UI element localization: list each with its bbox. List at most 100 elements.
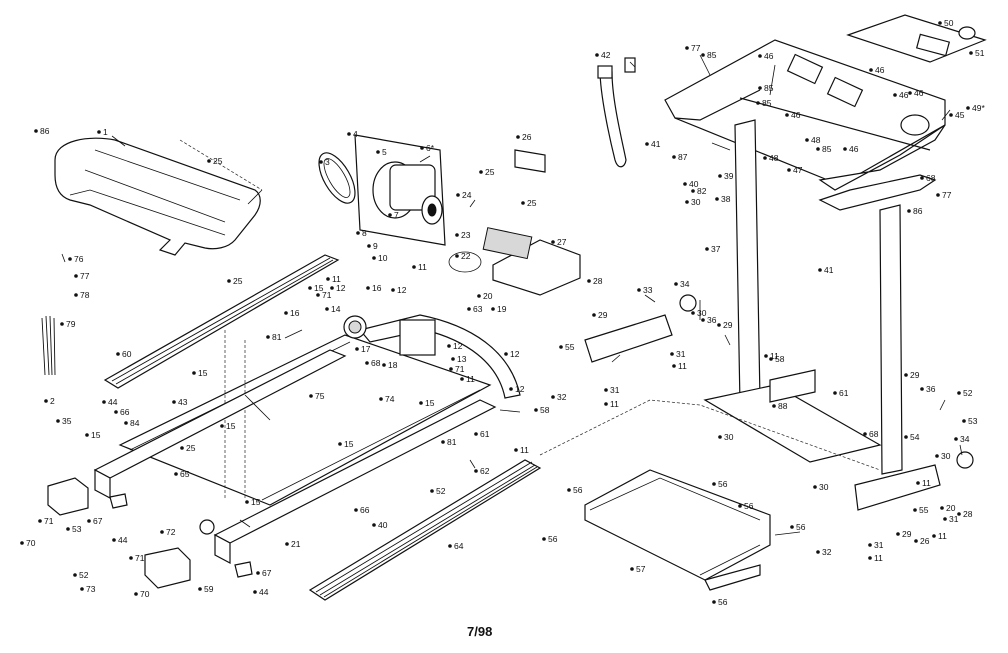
callout-dot bbox=[949, 113, 953, 117]
callout-dot bbox=[256, 571, 260, 575]
right-foot-rail-part bbox=[308, 459, 542, 601]
callout-dot bbox=[129, 556, 133, 560]
callout-dot bbox=[366, 286, 370, 290]
part-number-label: 11 bbox=[466, 374, 475, 384]
part-number-label: 84 bbox=[130, 418, 140, 428]
part-number-label: 30 bbox=[697, 308, 707, 318]
part-number-label: 78 bbox=[80, 290, 90, 300]
callout-dot bbox=[712, 482, 716, 486]
part-number-label: 6* bbox=[426, 143, 435, 153]
callout-dot bbox=[460, 377, 464, 381]
part-number-label: 24 bbox=[462, 190, 472, 200]
callout-dot bbox=[567, 488, 571, 492]
callout-dot bbox=[701, 318, 705, 322]
callout-dot bbox=[587, 279, 591, 283]
incline-tray-part bbox=[584, 469, 771, 591]
callout-dot bbox=[448, 544, 452, 548]
part-number-label: 32 bbox=[557, 392, 567, 402]
callout-dot bbox=[674, 282, 678, 286]
part-number-label: 43 bbox=[178, 397, 188, 407]
callout-dot bbox=[691, 189, 695, 193]
callout-dot bbox=[68, 257, 72, 261]
callout-dot bbox=[420, 146, 424, 150]
part-number-label: 10 bbox=[378, 253, 388, 263]
part-number-label: 15 bbox=[226, 421, 236, 431]
callout-dot bbox=[20, 541, 24, 545]
front-frame-tube bbox=[343, 314, 521, 399]
electronics-tray-part bbox=[448, 149, 581, 296]
callout-dot bbox=[969, 51, 973, 55]
callout-dot bbox=[893, 93, 897, 97]
callout-dot bbox=[685, 200, 689, 204]
callout-dot bbox=[34, 129, 38, 133]
part-number-label: 46 bbox=[764, 51, 774, 61]
part-number-label: 15 bbox=[344, 439, 354, 449]
callout-dot bbox=[715, 197, 719, 201]
part-number-label: 38 bbox=[721, 194, 731, 204]
callout-dot bbox=[908, 91, 912, 95]
callout-dot bbox=[920, 176, 924, 180]
callout-dot bbox=[595, 53, 599, 57]
callout-dot bbox=[391, 288, 395, 292]
callout-dot bbox=[372, 523, 376, 527]
part-number-label: 88 bbox=[778, 401, 788, 411]
part-number-label: 70 bbox=[26, 538, 36, 548]
part-number-label: 11 bbox=[520, 445, 529, 455]
part-number-label: 85 bbox=[707, 50, 717, 60]
callout-dot bbox=[174, 472, 178, 476]
part-number-label: 45 bbox=[955, 110, 965, 120]
part-number-label: 11 bbox=[874, 553, 883, 563]
callout-dot bbox=[818, 268, 822, 272]
callout-dot bbox=[869, 68, 873, 72]
part-number-label: 50 bbox=[944, 18, 954, 28]
callout-dot bbox=[372, 256, 376, 260]
callout-dot bbox=[102, 400, 106, 404]
part-number-label: 36 bbox=[926, 384, 936, 394]
callout-dot bbox=[907, 209, 911, 213]
part-number-label: 11 bbox=[610, 399, 619, 409]
part-number-label: 12 bbox=[336, 283, 346, 293]
part-number-label: 23 bbox=[461, 230, 471, 240]
part-number-label: 40 bbox=[689, 179, 699, 189]
callout-dot bbox=[172, 400, 176, 404]
callout-dot bbox=[966, 106, 970, 110]
part-number-label: 3 bbox=[325, 157, 330, 167]
part-number-label: 32 bbox=[822, 547, 832, 557]
callout-dot bbox=[430, 489, 434, 493]
callout-dot bbox=[44, 399, 48, 403]
callout-dot bbox=[670, 352, 674, 356]
part-number-label: 12 bbox=[453, 341, 463, 351]
callout-dot bbox=[542, 537, 546, 541]
part-number-label: 31 bbox=[676, 349, 686, 359]
part-number-label: 56 bbox=[573, 485, 583, 495]
callout-dot bbox=[962, 419, 966, 423]
part-number-label: 46 bbox=[899, 90, 909, 100]
callout-dot bbox=[504, 352, 508, 356]
callout-dot bbox=[451, 357, 455, 361]
callout-dot bbox=[630, 567, 634, 571]
part-number-label: 86 bbox=[913, 206, 923, 216]
part-number-label: 30 bbox=[724, 432, 734, 442]
callout-dot bbox=[97, 130, 101, 134]
part-number-label: 13 bbox=[457, 354, 467, 364]
drive-belt-part bbox=[318, 152, 356, 204]
part-number-label: 58 bbox=[540, 405, 550, 415]
callout-dot bbox=[309, 394, 313, 398]
part-number-label: 62 bbox=[480, 466, 490, 476]
part-number-label: 12 bbox=[515, 384, 525, 394]
part-number-label: 7 bbox=[394, 210, 399, 220]
callout-dot bbox=[355, 347, 359, 351]
callout-dot bbox=[245, 500, 249, 504]
callout-dot bbox=[180, 446, 184, 450]
part-number-label: 52 bbox=[79, 570, 89, 580]
callout-dot bbox=[449, 367, 453, 371]
part-number-label: 25 bbox=[527, 198, 537, 208]
callout-dot bbox=[816, 147, 820, 151]
part-number-label: 15 bbox=[314, 283, 324, 293]
part-number-label: 11 bbox=[770, 351, 779, 361]
incline-frame-part bbox=[539, 294, 974, 511]
callout-dot bbox=[913, 508, 917, 512]
part-number-label: 15 bbox=[251, 497, 261, 507]
part-number-label: 31 bbox=[610, 385, 620, 395]
